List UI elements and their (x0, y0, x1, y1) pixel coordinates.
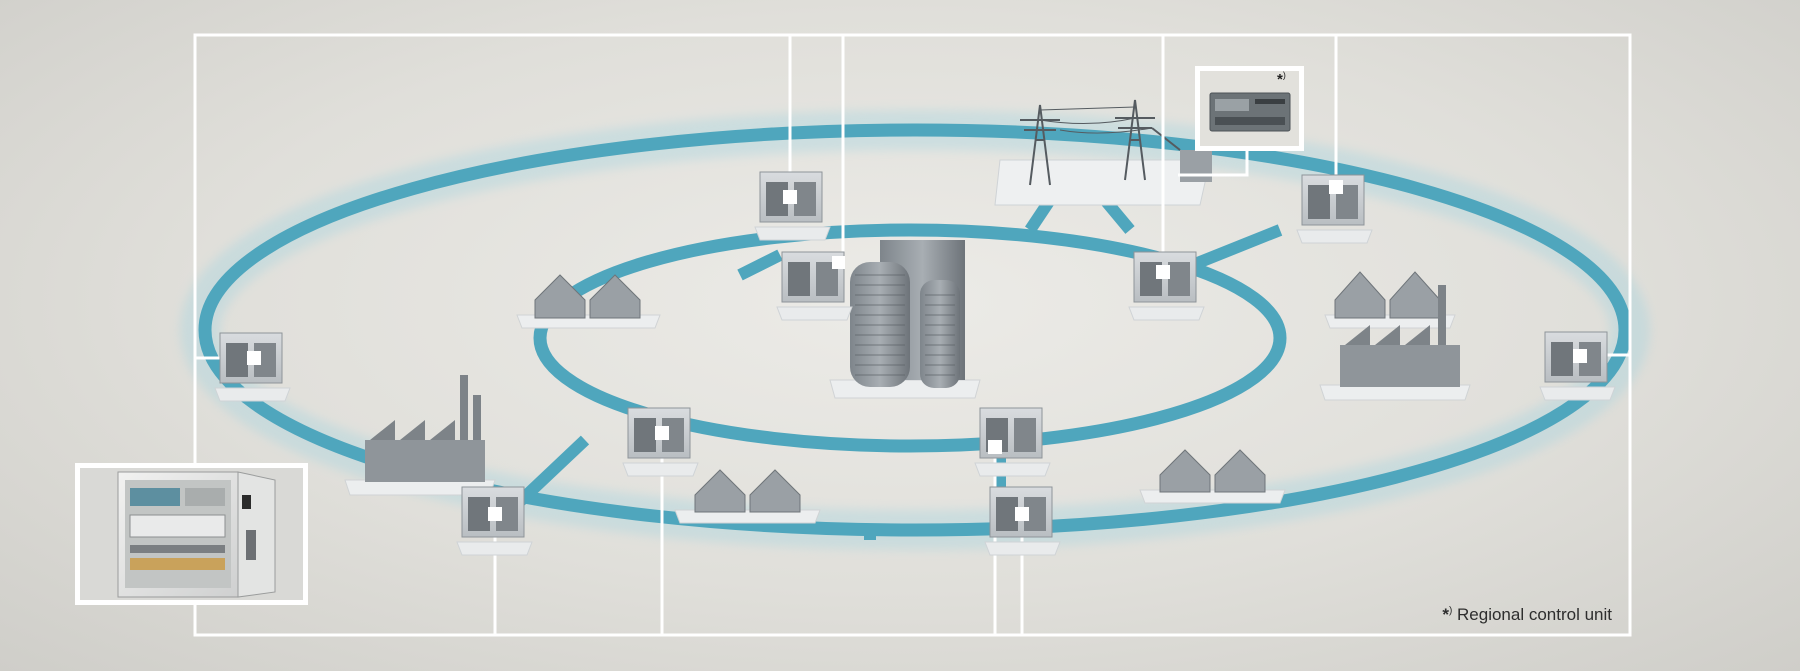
footnote: *) Regional control unit (1442, 605, 1612, 625)
substation-3 (1128, 251, 1205, 321)
factory-left (344, 375, 496, 496)
substation-6 (1539, 331, 1616, 401)
substation-5 (214, 332, 291, 402)
footnote-marker: *) (1442, 605, 1453, 624)
substation-4 (1296, 174, 1373, 244)
control-cabinet-inset (75, 463, 308, 605)
substation-2 (776, 251, 853, 321)
house-cluster-2 (1324, 271, 1456, 329)
substation-1 (754, 171, 831, 241)
house-cluster-3 (674, 469, 821, 524)
transmission-substation (994, 99, 1212, 206)
house-cluster-4 (1139, 449, 1286, 504)
inner-ring-feeder (533, 223, 1287, 453)
regional-control-unit-marker: *) (1277, 70, 1286, 88)
houses-group (516, 271, 1456, 524)
downtown-towers (829, 240, 981, 399)
footnote-text: Regional control unit (1457, 605, 1612, 624)
house-cluster-1 (516, 274, 661, 329)
regional-control-unit-inset (1195, 66, 1304, 151)
outer-ring-feeder (198, 123, 1632, 537)
secondary-substations (214, 171, 1616, 556)
pylon-icon (1020, 99, 1181, 186)
substation-7 (622, 407, 699, 477)
control-unit-icon (1209, 92, 1291, 132)
plate-transformer (1180, 150, 1212, 182)
substation-8 (974, 407, 1051, 477)
factory-right (1319, 285, 1471, 401)
substation-9 (456, 486, 533, 556)
substation-10 (984, 486, 1061, 556)
